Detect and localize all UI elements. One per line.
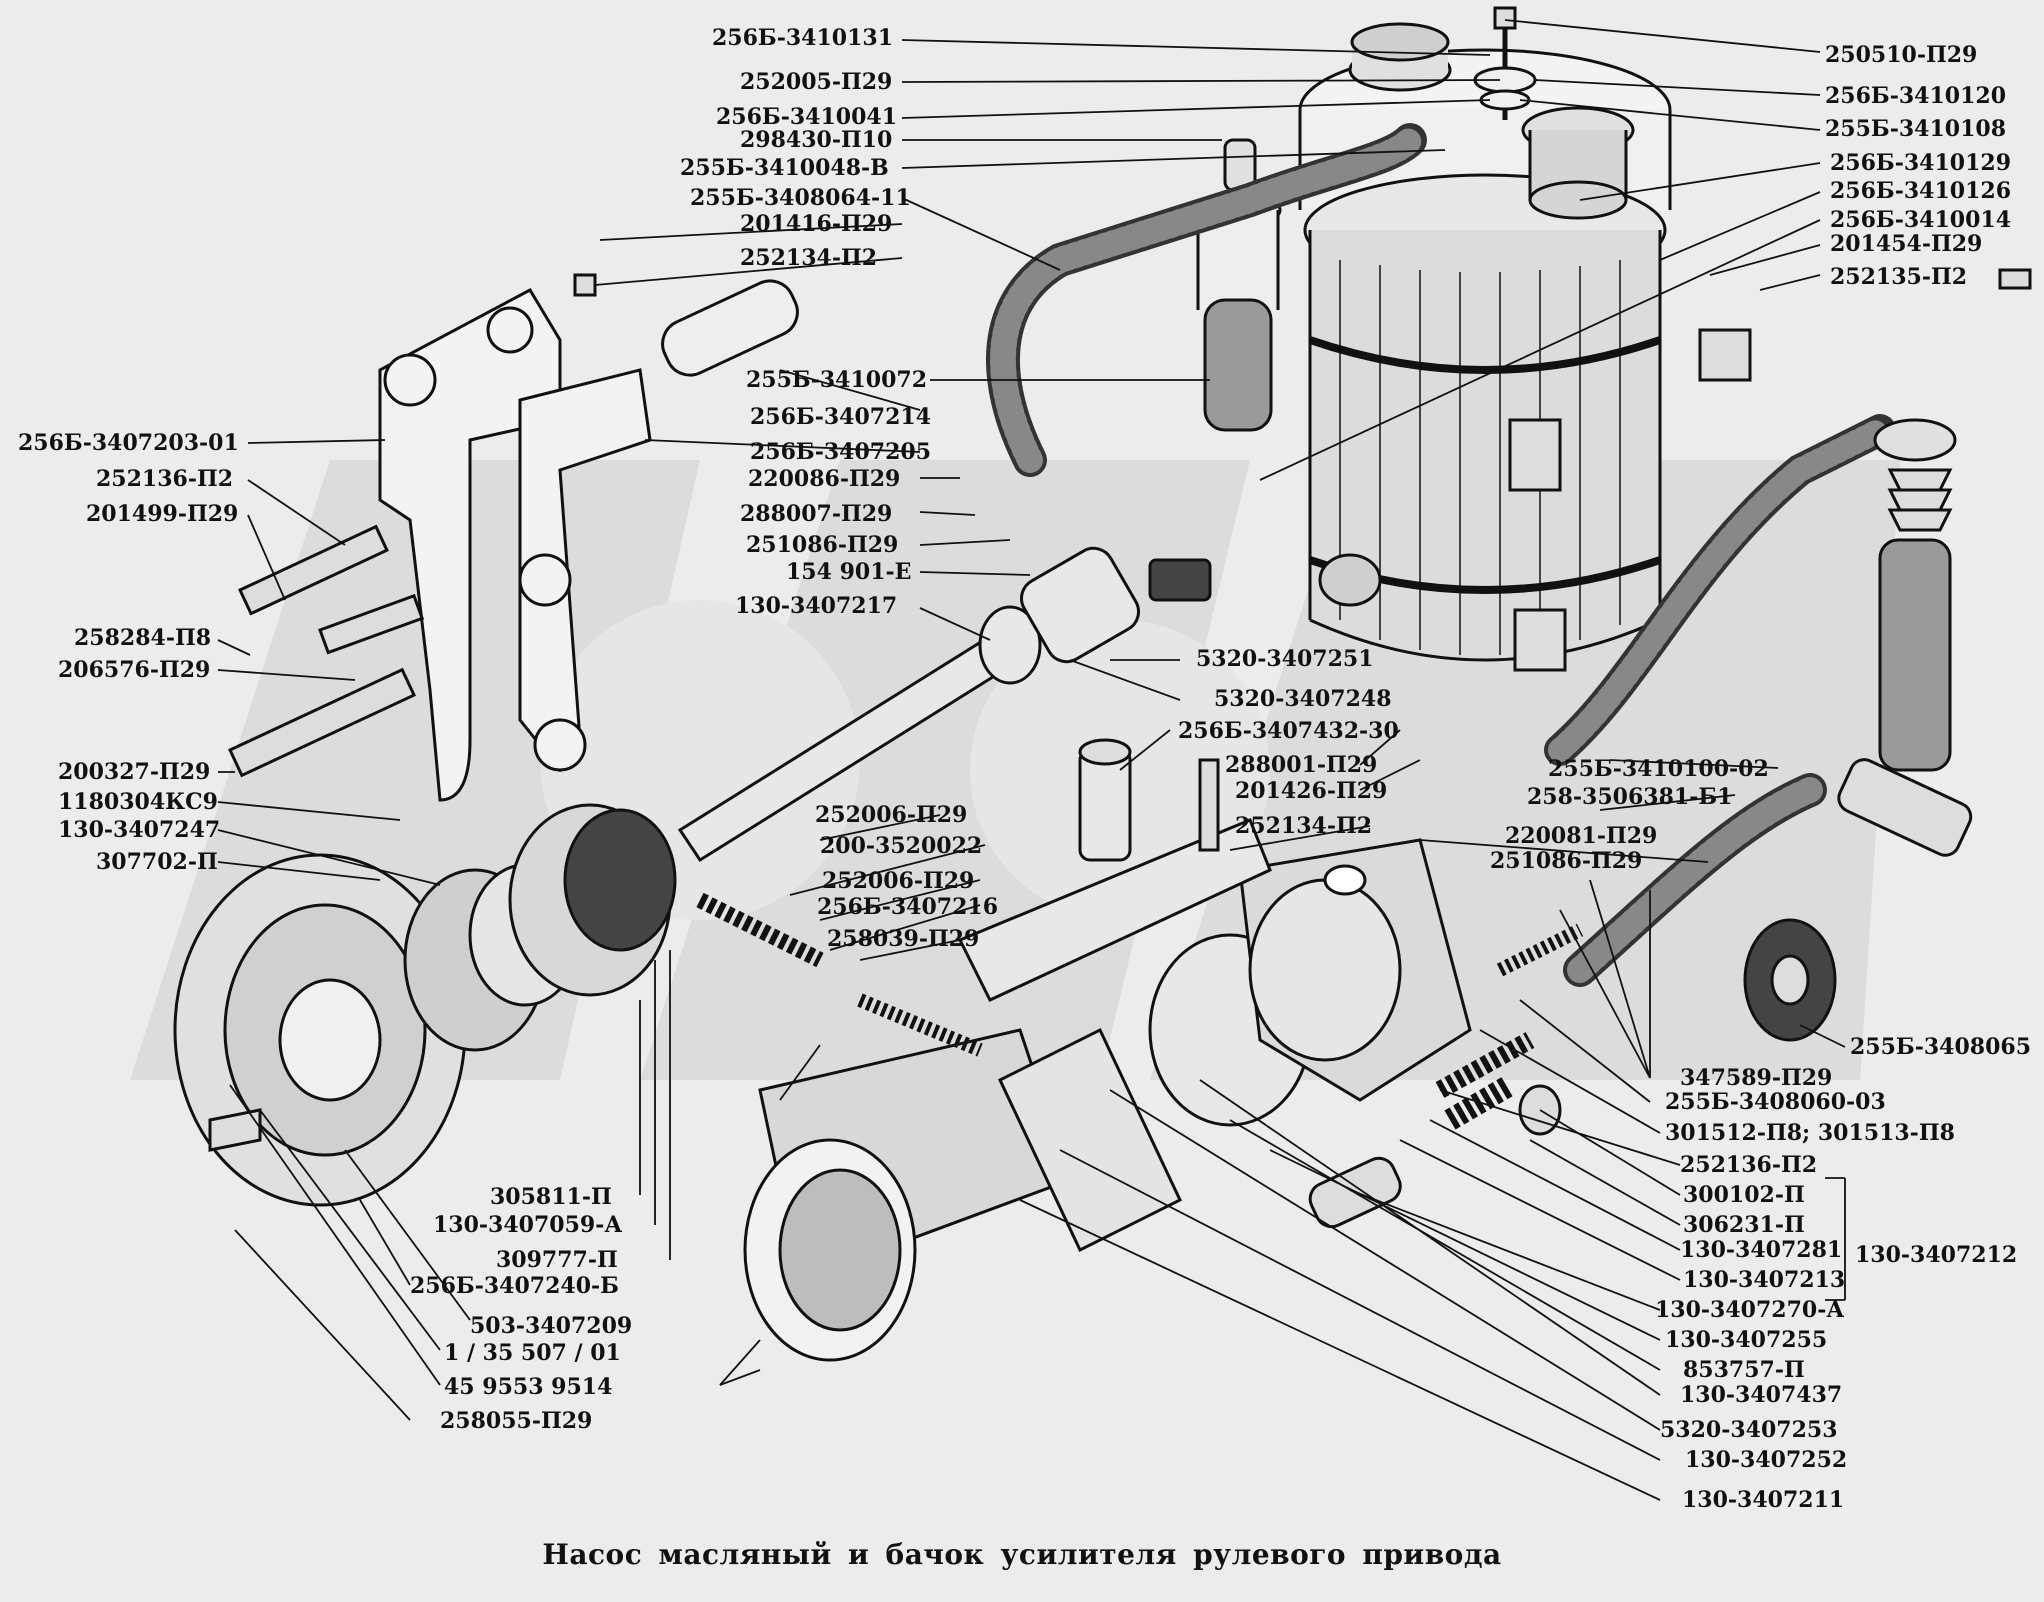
drive-shaft <box>677 546 1212 863</box>
part-label: 201499-П29 <box>86 501 239 527</box>
part-label: 252006-П29 <box>815 802 968 828</box>
part-label: 256Б-3410014 <box>1830 207 2012 233</box>
part-label: 256Б-3407216 <box>817 894 999 920</box>
part-label: 306231-П <box>1683 1212 1805 1238</box>
part-label: 130-3407059-А <box>433 1212 623 1238</box>
part-label: 251086-П29 <box>746 532 899 558</box>
bolts <box>228 268 2032 778</box>
pin <box>661 279 799 377</box>
part-label: 288007-П29 <box>740 501 893 527</box>
right-filter <box>1837 418 1973 857</box>
leader-lines <box>217 19 1846 1501</box>
part-label: 256Б-3407205 <box>750 439 932 465</box>
part-label: 252136-П2 <box>1680 1152 1818 1178</box>
part-label: 309777-П <box>496 1247 618 1273</box>
part-label: 255Б-3410108 <box>1825 116 2007 142</box>
part-label: 256Б-3410131 <box>712 25 894 51</box>
part-label: 5320-3407248 <box>1214 686 1392 712</box>
part-label: 220086-П29 <box>748 466 901 492</box>
part-label: 130-3407212 <box>1855 1242 2018 1268</box>
part-label: 305811-П <box>490 1184 612 1210</box>
part-label: 130-3407281 <box>1680 1237 1843 1263</box>
part-label: 255Б-3410048-В <box>680 155 889 181</box>
valve-body <box>957 738 1272 1002</box>
part-label: 252136-П2 <box>96 466 234 492</box>
part-label: 5320-3407253 <box>1660 1417 1838 1443</box>
part-label: 252134-П2 <box>740 245 878 271</box>
part-label: 130-3407255 <box>1665 1327 1828 1353</box>
part-label: 307702-П <box>96 849 218 875</box>
part-label: 256Б-3407432-30 <box>1178 718 1399 744</box>
part-label: 130-3407211 <box>1682 1487 1845 1513</box>
part-label: 853757-П <box>1683 1357 1805 1383</box>
part-label: 301512-П8; 301513-П8 <box>1665 1120 1955 1146</box>
pulley <box>173 803 677 1207</box>
part-label: 1 / 35 507 / 01 <box>444 1340 621 1366</box>
part-label: 256Б-3410126 <box>1830 178 2012 204</box>
mounting-bracket <box>378 288 652 802</box>
part-label: 206576-П29 <box>58 657 211 683</box>
part-label: 256Б-3410129 <box>1830 150 2012 176</box>
part-label: 130-3407437 <box>1680 1382 1843 1408</box>
part-label: 258284-П8 <box>74 625 212 651</box>
part-label: 288001-П29 <box>1225 752 1378 778</box>
part-label: 256Б-3410041 <box>716 104 898 130</box>
part-label: 255Б-3408060-03 <box>1665 1089 1886 1115</box>
part-label: 255Б-3408065 <box>1850 1034 2032 1060</box>
part-label: 252134-П2 <box>1235 813 1373 839</box>
part-label: 258055-П29 <box>440 1408 593 1434</box>
part-label: 154 901-Е <box>786 559 912 585</box>
drawing <box>173 6 2032 1362</box>
part-label: 258-3506381-Б1 <box>1527 784 1733 810</box>
part-label: 252006-П29 <box>822 868 975 894</box>
part-label: 300102-П <box>1683 1182 1805 1208</box>
part-label: 5320-3407251 <box>1196 646 1374 672</box>
part-label: 252005-П29 <box>740 69 893 95</box>
part-label: 130-3407213 <box>1683 1267 1846 1293</box>
part-label: 255Б-3410100-02 <box>1548 756 1769 782</box>
part-label: 256Б-3407240-Б <box>410 1273 619 1299</box>
part-label: 298430-П10 <box>740 127 893 153</box>
pump-housing <box>743 838 1472 1362</box>
part-label: 201454-П29 <box>1830 231 1983 257</box>
part-label: 200327-П29 <box>58 759 211 785</box>
diagram-caption: Насос масляный и бачок усилителя рулевог… <box>542 1538 1502 1571</box>
part-label: 130-3407217 <box>735 593 898 619</box>
part-label: 256Б-3407203-01 <box>18 430 239 456</box>
part-label: 251086-П29 <box>1490 848 1643 874</box>
part-label: 201416-П29 <box>740 211 893 237</box>
part-label: 255Б-3408064-11 <box>690 185 911 211</box>
part-label: 347589-П29 <box>1680 1065 1833 1091</box>
part-label: 45 9553 9514 <box>444 1374 613 1400</box>
part-label: 130-3407247 <box>58 817 221 843</box>
part-label: 256Б-3410120 <box>1825 83 2007 109</box>
part-label: 130-3407270-А <box>1655 1297 1845 1323</box>
part-label: 220081-П29 <box>1505 823 1658 849</box>
part-label: 1180304КС9 <box>58 789 218 815</box>
part-label: 130-3407252 <box>1685 1447 1848 1473</box>
part-label: 255Б-3410072 <box>746 367 928 393</box>
part-label: 250510-П29 <box>1825 42 1978 68</box>
part-label: 200-3520022 <box>820 833 983 859</box>
part-label: 258039-П29 <box>827 926 980 952</box>
part-label: 503-3407209 <box>470 1313 633 1339</box>
reservoir-tank <box>1298 6 1752 672</box>
part-label: 201426-П29 <box>1235 778 1388 804</box>
part-label: 252135-П2 <box>1830 264 1968 290</box>
part-label: 256Б-3407214 <box>750 404 932 430</box>
